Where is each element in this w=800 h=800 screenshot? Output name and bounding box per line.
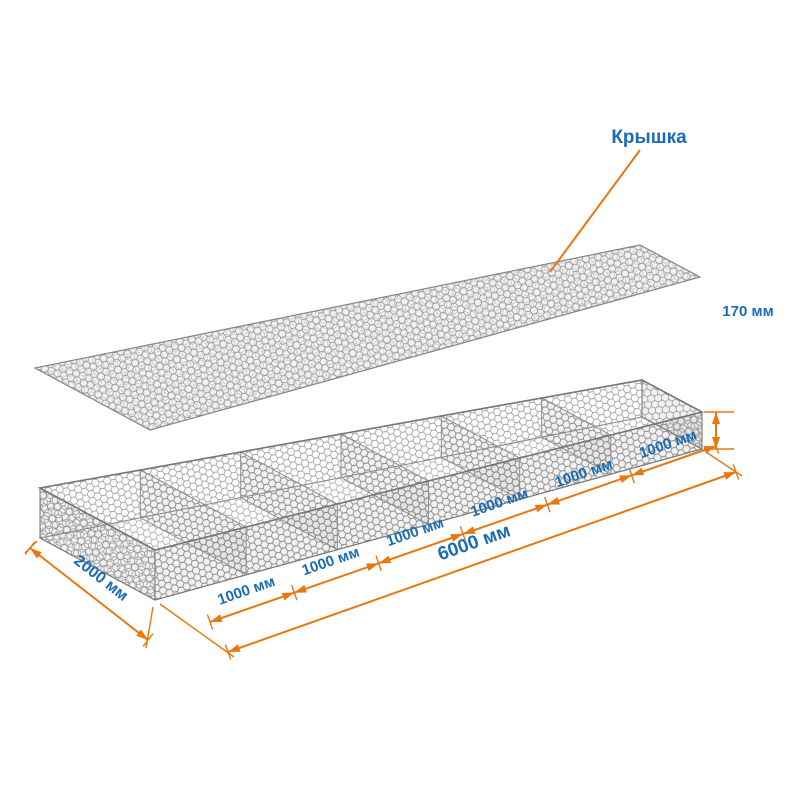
segment-dimension-line [209, 591, 295, 623]
lid-label: Крышка [611, 127, 687, 148]
lid-mesh-overlay [32, 244, 702, 431]
length-extension-left [159, 603, 235, 658]
lid-mesh-panel [32, 244, 702, 431]
length-dimension-label: 6000 мм [435, 520, 513, 565]
segment-dimension-line [378, 533, 464, 565]
height-dimension-label: 170 мм [722, 303, 773, 320]
base-bottom-edges [39, 380, 703, 601]
segment-dimension-line [631, 445, 717, 477]
segment-dimension-line [462, 503, 548, 535]
length-dimension-line [227, 471, 737, 653]
lid-leader-line [549, 149, 641, 273]
segment-dimension-line [547, 474, 632, 506]
width-dimension-line [29, 547, 149, 641]
segment-dimension-line [294, 562, 379, 594]
